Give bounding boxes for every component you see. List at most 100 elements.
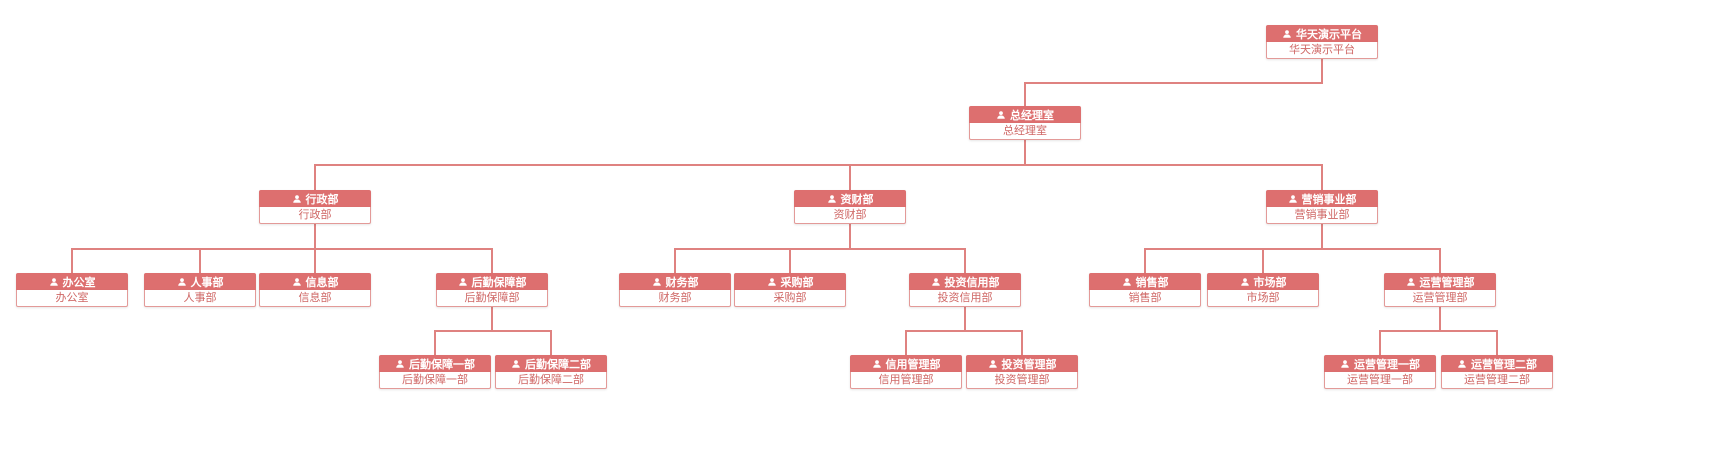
org-node-name: 资财部: [794, 207, 906, 224]
org-node-header: 总经理室: [969, 106, 1081, 123]
org-node-name: 营销事业部: [1266, 207, 1378, 224]
org-node-general-manager-office[interactable]: 总经理室 总经理室: [969, 106, 1081, 140]
org-node-name: 后勤保障部: [436, 290, 548, 307]
org-node-header: 采购部: [734, 273, 846, 290]
users-icon: [49, 277, 59, 287]
org-node-title: 华天演示平台: [1296, 27, 1362, 41]
users-icon: [996, 110, 1006, 120]
org-node-title: 运营管理部: [1419, 275, 1475, 289]
org-node-title: 总经理室: [1010, 108, 1054, 122]
org-node-title: 投资信用部: [944, 275, 1000, 289]
users-icon: [292, 277, 302, 287]
org-node-logistics-2[interactable]: 后勤保障二部 后勤保障二部: [495, 355, 607, 389]
org-node-title: 财务部: [665, 275, 699, 289]
org-node-name: 行政部: [259, 207, 371, 224]
org-node-operations-1[interactable]: 运营管理一部 运营管理一部: [1324, 355, 1436, 389]
users-icon: [1406, 277, 1416, 287]
users-icon: [511, 359, 521, 369]
org-node-name: 信息部: [259, 290, 371, 307]
users-icon: [1122, 277, 1132, 287]
org-node-title: 办公室: [62, 275, 96, 289]
org-node-header: 营销事业部: [1266, 190, 1378, 207]
org-node-header: 运营管理部: [1384, 273, 1496, 290]
org-node-name: 销售部: [1089, 290, 1201, 307]
org-node-header: 市场部: [1207, 273, 1319, 290]
org-node-title: 后勤保障二部: [525, 357, 591, 371]
org-node-administration[interactable]: 行政部 行政部: [259, 190, 371, 224]
org-node-name: 信用管理部: [850, 372, 962, 389]
org-node-title: 运营管理一部: [1354, 357, 1420, 371]
org-node-title: 营销事业部: [1301, 192, 1357, 206]
org-node-investment-credit[interactable]: 投资信用部 投资信用部: [909, 273, 1021, 307]
users-icon: [395, 359, 405, 369]
org-node-header: 华天演示平台: [1266, 25, 1378, 42]
org-node-name: 采购部: [734, 290, 846, 307]
org-node-logistics[interactable]: 后勤保障部 后勤保障部: [436, 273, 548, 307]
org-node-market[interactable]: 市场部 市场部: [1207, 273, 1319, 307]
org-node-header: 人事部: [144, 273, 256, 290]
org-node-title: 信息部: [305, 275, 339, 289]
org-node-name: 财务部: [619, 290, 731, 307]
org-node-header: 运营管理一部: [1324, 355, 1436, 372]
org-node-header: 后勤保障二部: [495, 355, 607, 372]
org-node-name: 运营管理部: [1384, 290, 1496, 307]
org-node-name: 市场部: [1207, 290, 1319, 307]
org-node-title: 人事部: [190, 275, 224, 289]
org-node-name: 人事部: [144, 290, 256, 307]
org-node-investment-management[interactable]: 投资管理部 投资管理部: [966, 355, 1078, 389]
org-node-name: 总经理室: [969, 123, 1081, 140]
users-icon: [1240, 277, 1250, 287]
org-node-header: 行政部: [259, 190, 371, 207]
users-icon: [1340, 359, 1350, 369]
users-icon: [767, 277, 777, 287]
org-node-header: 办公室: [16, 273, 128, 290]
users-icon: [458, 277, 468, 287]
org-node-hr[interactable]: 人事部 人事部: [144, 273, 256, 307]
org-node-title: 采购部: [780, 275, 814, 289]
org-node-title: 后勤保障部: [471, 275, 527, 289]
users-icon: [827, 194, 837, 204]
org-node-header: 运营管理二部: [1441, 355, 1553, 372]
org-node-name: 华天演示平台: [1266, 42, 1378, 59]
org-node-header: 财务部: [619, 273, 731, 290]
org-node-purchasing[interactable]: 采购部 采购部: [734, 273, 846, 307]
org-node-header: 投资信用部: [909, 273, 1021, 290]
org-node-title: 信用管理部: [885, 357, 941, 371]
org-node-operations-2[interactable]: 运营管理二部 运营管理二部: [1441, 355, 1553, 389]
org-node-name: 后勤保障二部: [495, 372, 607, 389]
users-icon: [292, 194, 302, 204]
users-icon: [177, 277, 187, 287]
users-icon: [931, 277, 941, 287]
users-icon: [1457, 359, 1467, 369]
users-icon: [1282, 29, 1292, 39]
org-node-operations[interactable]: 运营管理部 运营管理部: [1384, 273, 1496, 307]
org-node-name: 办公室: [16, 290, 128, 307]
org-node-header: 后勤保障部: [436, 273, 548, 290]
org-node-marketing-division[interactable]: 营销事业部 营销事业部: [1266, 190, 1378, 224]
org-node-office[interactable]: 办公室 办公室: [16, 273, 128, 307]
org-node-name: 运营管理一部: [1324, 372, 1436, 389]
org-node-header: 销售部: [1089, 273, 1201, 290]
org-node-title: 资财部: [840, 192, 874, 206]
org-node-name: 运营管理二部: [1441, 372, 1553, 389]
org-node-root[interactable]: 华天演示平台 华天演示平台: [1266, 25, 1378, 59]
org-node-title: 行政部: [305, 192, 339, 206]
org-node-sales[interactable]: 销售部 销售部: [1089, 273, 1201, 307]
org-node-finance[interactable]: 资财部 资财部: [794, 190, 906, 224]
users-icon: [872, 359, 882, 369]
org-node-name: 投资管理部: [966, 372, 1078, 389]
org-node-logistics-1[interactable]: 后勤保障一部 后勤保障一部: [379, 355, 491, 389]
org-node-title: 市场部: [1253, 275, 1287, 289]
org-node-title: 后勤保障一部: [409, 357, 475, 371]
org-node-name: 投资信用部: [909, 290, 1021, 307]
users-icon: [1288, 194, 1298, 204]
org-node-title: 销售部: [1135, 275, 1169, 289]
org-node-credit-management[interactable]: 信用管理部 信用管理部: [850, 355, 962, 389]
org-node-header: 信用管理部: [850, 355, 962, 372]
users-icon: [652, 277, 662, 287]
org-node-accounting[interactable]: 财务部 财务部: [619, 273, 731, 307]
org-node-title: 运营管理二部: [1471, 357, 1537, 371]
org-node-information[interactable]: 信息部 信息部: [259, 273, 371, 307]
